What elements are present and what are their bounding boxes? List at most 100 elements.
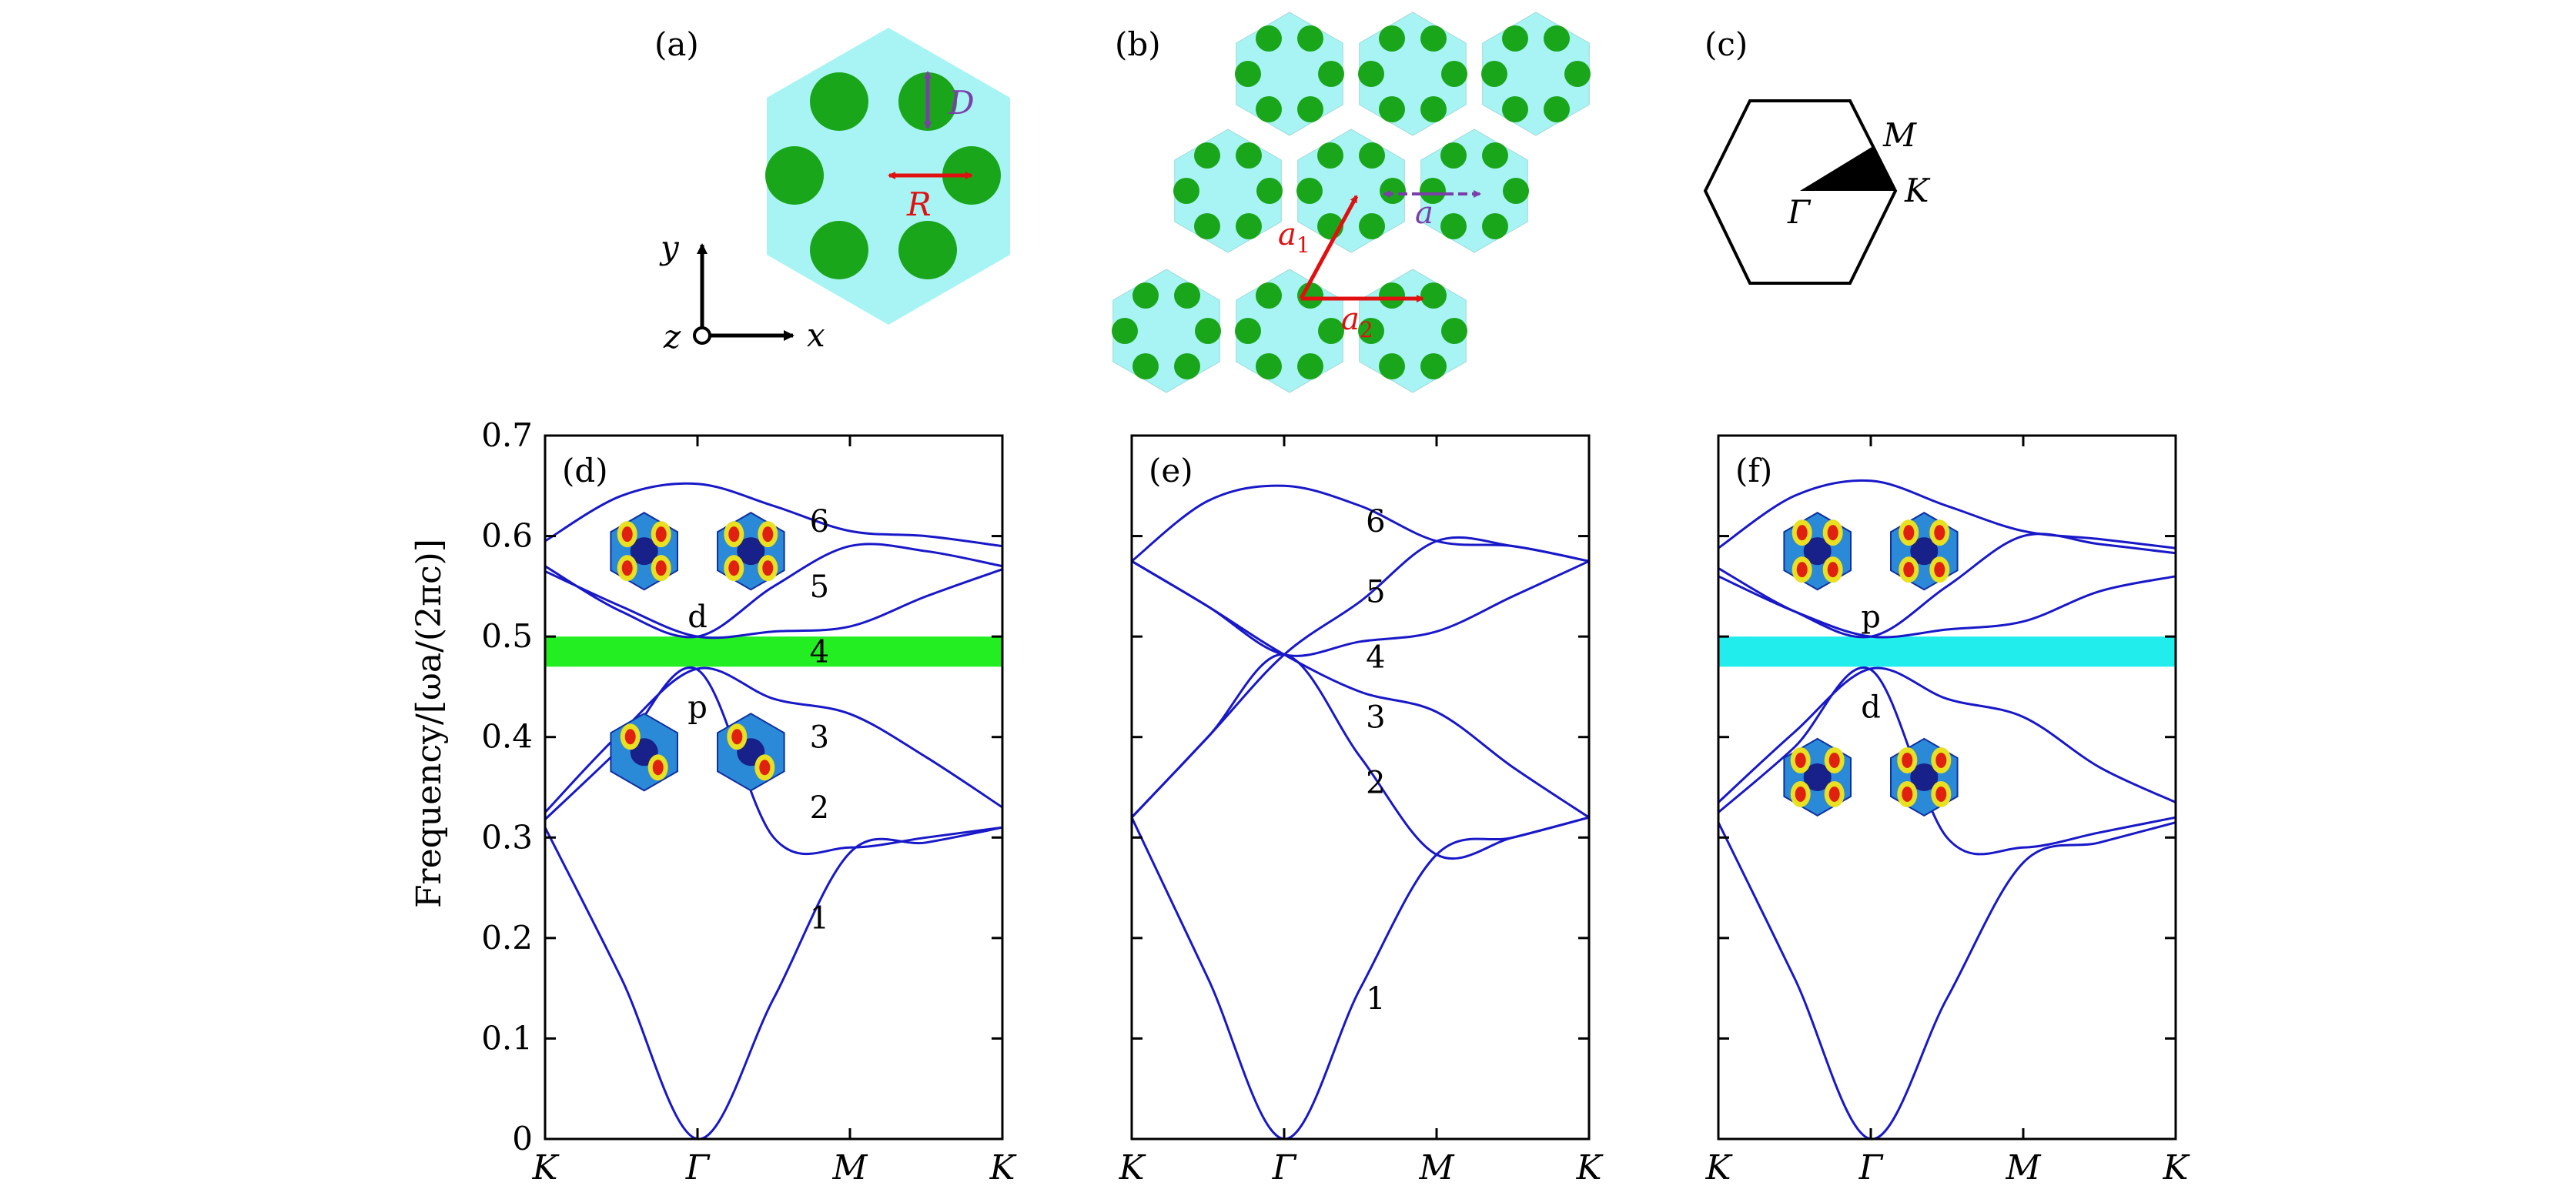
- x-tick-label: Γ: [685, 1148, 711, 1187]
- field-lobe-core: [728, 560, 740, 576]
- y-tick-label: 0.2: [481, 919, 533, 957]
- cylinder: [1112, 318, 1138, 344]
- band-line: [1718, 533, 2176, 639]
- cylinder: [810, 72, 868, 131]
- panel-b: (b) a a1 a2: [1112, 12, 1591, 393]
- field-lobe-core: [1902, 752, 1913, 768]
- y-tick-label: 0.3: [481, 818, 533, 856]
- field-lobe-core: [1902, 786, 1913, 802]
- cylinder: [1379, 25, 1405, 52]
- band-line: [1130, 653, 1590, 860]
- cylinder: [1379, 96, 1405, 122]
- cylinder: [1544, 96, 1570, 122]
- cylinder: [1420, 25, 1447, 52]
- band-label: 6: [810, 504, 829, 539]
- x-tick-label: M: [1418, 1148, 1454, 1187]
- cylinder: [1236, 213, 1262, 239]
- band-line: [544, 826, 1003, 1141]
- cylinder: [1317, 142, 1343, 169]
- mode-label: p: [1861, 600, 1881, 635]
- field-node: [1803, 763, 1832, 791]
- field-lobe-core: [728, 526, 740, 543]
- cylinder: [1440, 142, 1467, 169]
- field-lobe-core: [759, 760, 771, 776]
- cylinder: [1318, 61, 1344, 87]
- band-line: [544, 482, 1003, 548]
- band-label: 2: [1366, 765, 1385, 800]
- y-axis-label: y: [659, 229, 680, 266]
- panel-label: (d): [562, 452, 608, 489]
- cylinder: [1441, 61, 1467, 87]
- field-lobe-core: [1903, 562, 1915, 578]
- field-lobe-core: [1935, 786, 1947, 802]
- cylinder: [1297, 96, 1323, 122]
- cylinder: [898, 221, 957, 279]
- cylinder: [1482, 213, 1508, 239]
- cylinder: [1420, 353, 1447, 379]
- field-lobe-core: [621, 526, 633, 543]
- field-lobe-core: [1796, 562, 1808, 578]
- panel-label-a: (a): [654, 25, 699, 63]
- mode-label: d: [687, 600, 708, 635]
- cylinder: [1174, 353, 1200, 379]
- cylinder: [1174, 282, 1200, 309]
- cylinder: [1256, 178, 1283, 204]
- y-tick-label: 0.4: [481, 718, 533, 756]
- field-lobe-core: [1796, 525, 1808, 541]
- y-tick-label: 0.5: [481, 617, 533, 655]
- y-axis-title: Frequency/[ωa/(2πc)]: [410, 539, 449, 908]
- mode-label: p: [687, 690, 708, 726]
- band-label: 3: [810, 720, 829, 756]
- band-label: 4: [810, 635, 829, 670]
- brillouin-zone-hexagon: [1703, 99, 1898, 285]
- x-tick-label: Γ: [1272, 1148, 1297, 1187]
- cylinder: [1235, 318, 1261, 344]
- field-lobe-core: [1828, 786, 1840, 802]
- field-lobe-core: [762, 526, 774, 543]
- cylinder: [1502, 96, 1528, 122]
- panel-c: (c) M K Γ: [1703, 25, 1931, 285]
- z-axis-dot: [693, 326, 711, 345]
- x-tick-label: M: [831, 1148, 868, 1187]
- cylinder: [1544, 25, 1570, 52]
- x-axis-label: x: [807, 316, 825, 354]
- cylinder: [1420, 178, 1446, 204]
- cylinder: [1503, 178, 1529, 204]
- cylinder: [1482, 142, 1508, 169]
- field-lobe-core: [1934, 525, 1945, 541]
- field-lobe-core: [655, 526, 667, 543]
- band-gap: [545, 636, 1002, 667]
- panel-a: (a) D R y x z: [654, 25, 1010, 356]
- cylinder: [1564, 61, 1591, 87]
- field-lobe-core: [1827, 562, 1838, 578]
- cylinder: [1256, 282, 1282, 309]
- irreducible-zone-wedge: [1800, 146, 1895, 191]
- band-line: [1130, 536, 1590, 819]
- lattice-cells: [1112, 12, 1591, 393]
- cylinder: [1379, 282, 1405, 309]
- x-tick-label: K: [1576, 1148, 1604, 1187]
- cylinder: [1296, 178, 1323, 204]
- panel-label-c: (c): [1705, 25, 1748, 63]
- band-label: 6: [1366, 504, 1385, 539]
- cylinder: [1297, 282, 1323, 309]
- cylinder: [1132, 353, 1159, 379]
- band-label: 5: [810, 569, 829, 605]
- band-line: [544, 568, 1003, 640]
- field-lobe-core: [1827, 525, 1838, 541]
- panel-label-b: (b): [1115, 25, 1161, 63]
- x-tick-label: K: [1705, 1148, 1733, 1187]
- band-label: 3: [1366, 700, 1385, 736]
- band-gap: [1718, 636, 2176, 667]
- band-label: 1: [810, 901, 829, 937]
- band-line: [1131, 559, 1590, 657]
- cylinder: [1379, 353, 1405, 379]
- plot-frame: [1717, 434, 2177, 1141]
- cylinder: [1441, 318, 1467, 344]
- cylinder: [1256, 96, 1282, 122]
- cylinder: [1256, 25, 1282, 52]
- cylinder: [1236, 142, 1262, 169]
